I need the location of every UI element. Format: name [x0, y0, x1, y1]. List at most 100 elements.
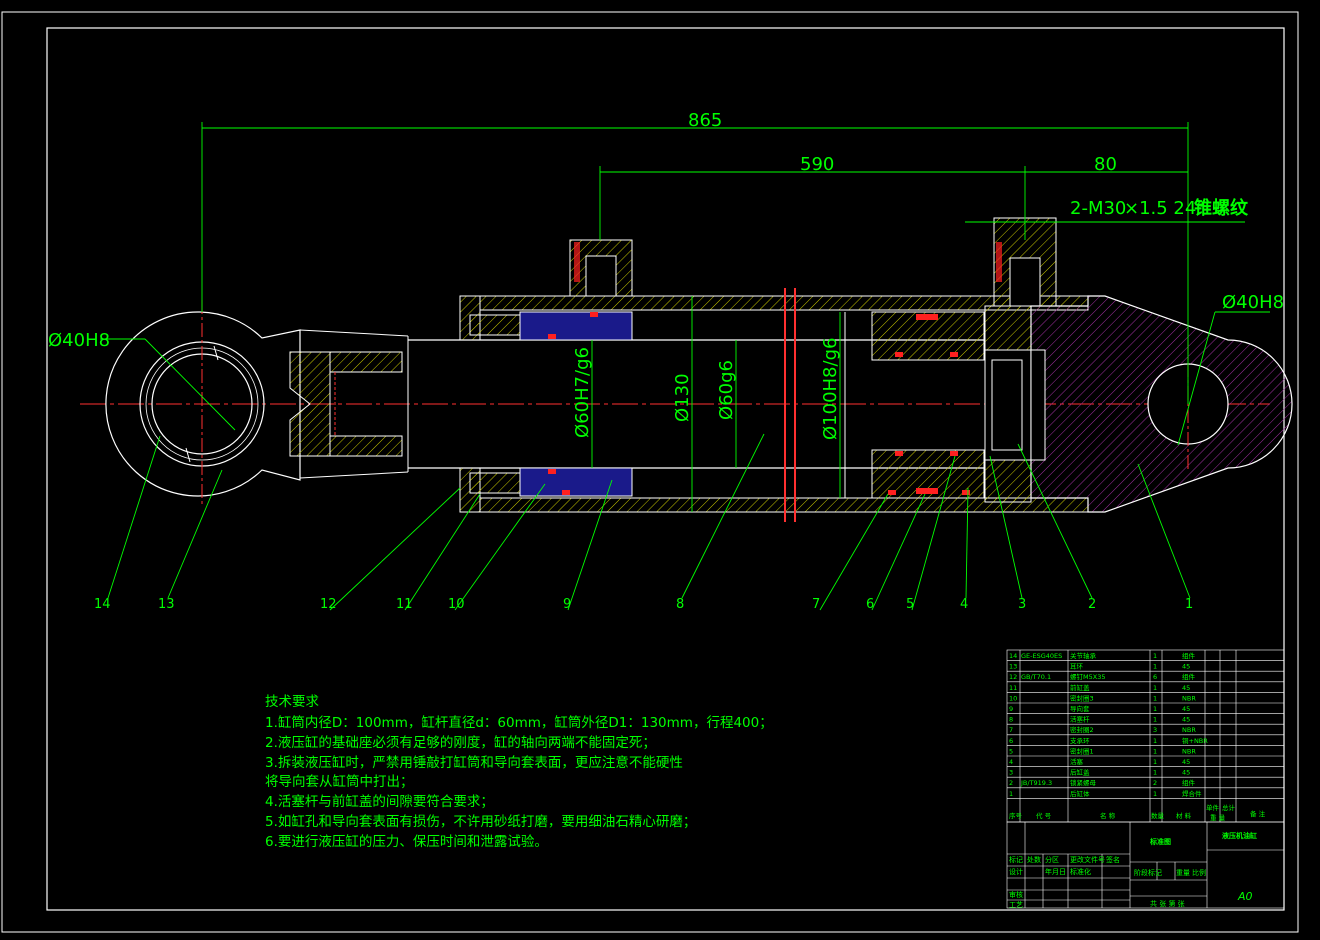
bom-cell-qty: 1 [1153, 684, 1157, 692]
cylinder-barrel [459, 217, 1089, 522]
callout-9: 9 [563, 597, 571, 612]
bom-header-name: 名 称 [1100, 811, 1116, 820]
bom-cell-name: 耳环 [1070, 663, 1084, 671]
tb-change-doc: 更改文件号 [1070, 855, 1105, 864]
bom-cell-material: 45 [1182, 684, 1190, 692]
tb-check: 审核 [1009, 890, 1023, 899]
callout-12: 12 [320, 597, 337, 612]
dim-rod-dia: Ø60g6 [716, 360, 737, 420]
tech-line-3: 3.拆装液压缸时，严禁用锤敲打缸筒和导向套表面，更应注意不能硬性 [265, 754, 683, 771]
bom-header-qty: 数量 [1151, 811, 1165, 820]
bom-cell-material: 45 [1182, 716, 1190, 724]
callout-8: 8 [676, 597, 684, 612]
tb-scale: 比例 [1192, 868, 1206, 877]
bom-cell-name: 后缸体 [1070, 789, 1090, 798]
bom-cell-material: 45 [1182, 758, 1190, 766]
callout-13: 13 [158, 597, 175, 612]
tb-unit-name: 标准图 [1149, 837, 1171, 846]
dim-gland-fit: Ø60H7/g6 [572, 347, 593, 438]
bom-header-code: 代 号 [1036, 811, 1052, 820]
bom-cell-name: 活塞 [1070, 757, 1084, 766]
callout-1: 1 [1185, 597, 1193, 612]
tb-design: 设计 [1009, 867, 1023, 876]
bom-cell-name: 前缸盖 [1070, 683, 1090, 692]
tb-sheet-info: 共 张 第 张 [1150, 899, 1185, 908]
callout-11: 11 [396, 597, 413, 612]
bom-cell-no: 2 [1009, 779, 1013, 787]
tb-process: 工艺 [1009, 901, 1023, 909]
bom-cell-material: 组件 [1182, 651, 1196, 660]
bom-cell-material: 45 [1182, 705, 1190, 713]
bom-cell-name: 导向套 [1070, 704, 1090, 713]
bom-cell-no: 1 [1009, 790, 1013, 798]
tech-line-1: 1.缸筒内径D：100mm，缸杆直径d：60mm，缸筒外径D1：130mm，行程… [265, 714, 773, 731]
bom-cell-code: GB/T70.1 [1021, 673, 1051, 681]
bom-header-remark: 备 注 [1250, 809, 1266, 818]
bom-cell-no: 5 [1009, 747, 1013, 755]
inner-border [46, 27, 1285, 911]
bom-cell-no: 4 [1009, 758, 1013, 766]
tech-line-4: 将导向套从缸筒中打出； [265, 773, 414, 790]
rear-body [984, 295, 1293, 513]
bom-cell-material: NBR [1182, 726, 1196, 734]
callout-6: 6 [866, 597, 874, 612]
bom-cell-no: 14 [1009, 652, 1017, 660]
bom-cell-no: 12 [1009, 673, 1017, 681]
bom-cell-name: 密封圈3 [1070, 693, 1094, 702]
tb-zone: 分区 [1045, 855, 1059, 864]
bom-cell-no: 6 [1009, 737, 1013, 745]
dim-overall: 865 [688, 110, 722, 131]
bom-cell-qty: 1 [1153, 790, 1157, 798]
callout-10: 10 [448, 597, 465, 612]
bom-cell-qty: 1 [1153, 694, 1157, 702]
title-block: 标准图 液压机油缸 标记 处数 分区 更改文件号 签名 设计 年月日 标准化 审… [1009, 831, 1257, 909]
bom-cell-no: 10 [1009, 694, 1017, 702]
dim-thread-note-b: ×1.5 24° [1124, 198, 1205, 219]
bom-cell-qty: 1 [1153, 737, 1157, 745]
callout-2: 2 [1088, 597, 1096, 612]
bom-cell-material: 铜+NBR [1182, 736, 1208, 745]
callout-14: 14 [94, 597, 111, 612]
bom-cell-material: 组件 [1182, 672, 1196, 681]
bom-header-unit-weight: 单件 [1206, 803, 1220, 812]
tb-size: A0 [1237, 890, 1253, 903]
callout-leaders [107, 433, 1191, 611]
bom-cell-no: 7 [1009, 726, 1013, 734]
bom-cell-material: 焊合件 [1182, 789, 1202, 798]
dim-left-eye-hole: Ø40H8 [48, 330, 110, 351]
tech-requirements: 技术要求 1.缸筒内径D：100mm，缸杆直径d：60mm，缸筒外径D1：130… [265, 694, 773, 850]
bom-cell-name: 活塞杆 [1070, 715, 1090, 724]
bom-cell-no: 11 [1009, 684, 1017, 692]
piston [844, 311, 985, 499]
tech-title: 技术要求 [265, 694, 319, 710]
dim-bore-fit: Ø100H8/g6 [820, 338, 841, 440]
callout-3: 3 [1018, 597, 1026, 612]
dim-thread-note-a: 2-M30 [1070, 198, 1126, 219]
tb-stage: 阶段标记 [1134, 868, 1162, 877]
bom-cell-name: 密封圈2 [1070, 725, 1094, 734]
bom-cell-material: 45 [1182, 663, 1190, 671]
bom-cell-material: NBR [1182, 694, 1196, 702]
bom-cell-qty: 1 [1153, 747, 1157, 755]
outer-border [1, 11, 1299, 933]
bom-header-material: 材 料 [1176, 811, 1192, 820]
dim-thread-note-c: 锥螺纹 [1194, 197, 1249, 219]
dim-right-eye-hole: Ø40H8 [1222, 292, 1284, 313]
bom-header-total-weight: 总计 [1222, 803, 1236, 812]
bom-cell-material: NBR [1182, 747, 1196, 755]
bom-header: 序号 代 号 名 称 数量 材 料 单件 总计 重 量 备 注 [1009, 803, 1266, 822]
bom-cell-qty: 2 [1153, 779, 1157, 787]
tb-standardize: 标准化 [1070, 867, 1091, 876]
bom-cell-qty: 1 [1153, 652, 1157, 660]
bom-cell-name: 支承环 [1070, 736, 1090, 745]
bom-table [1006, 649, 1285, 909]
tech-line-2: 2.液压缸的基础座必须有足够的刚度，缸的轴向两端不能固定死； [265, 734, 656, 751]
dimension-lines [100, 122, 1270, 512]
bom-cell-qty: 1 [1153, 705, 1157, 713]
bom-header-no: 序号 [1009, 811, 1023, 820]
tech-line-5: 4.活塞杆与前缸盖的间隙要符合要求； [265, 793, 494, 810]
bom-cell-code: JB/T919.3 [1020, 779, 1052, 787]
bom-cell-material: 45 [1182, 769, 1190, 777]
